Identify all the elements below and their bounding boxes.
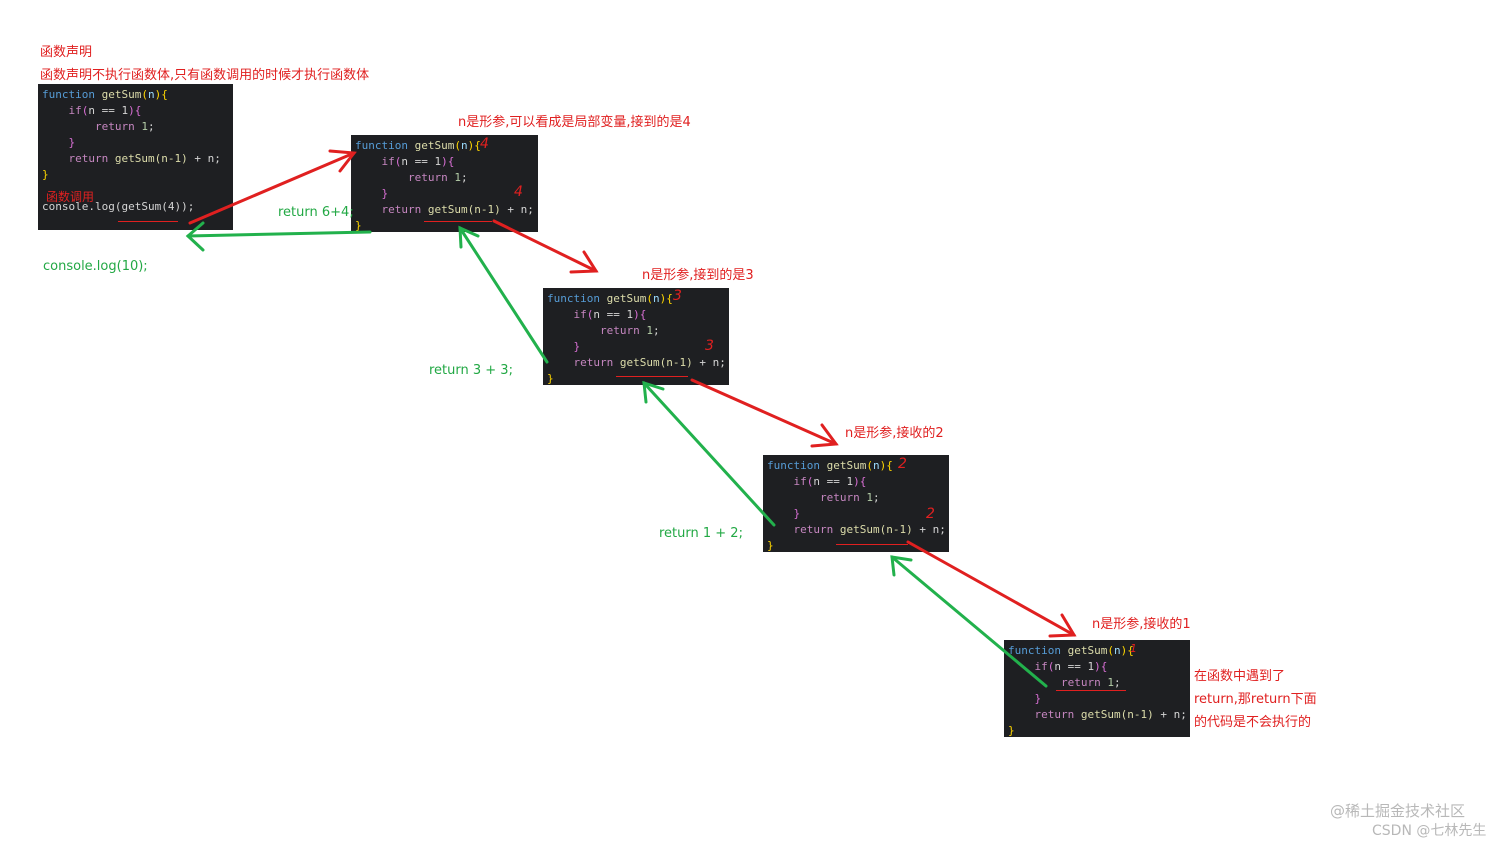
handwritten-3-b: 3 [705,338,714,354]
return-arrow-2 [458,225,549,364]
block3-underline [616,376,688,377]
handwritten-4-a: 4 [480,136,489,152]
return-arrow-4 [890,555,1048,688]
handwritten-4-b: 4 [514,184,523,200]
return-note-line2: return,那return下面 [1194,692,1317,707]
call-arrow-2 [492,219,599,274]
watermark-juejin: @稀土掘金技术社区 [1330,802,1466,820]
watermark-csdn: CSDN @七林先生 [1372,823,1487,839]
block3-note: n是形参,接收的2 [845,426,944,441]
call-arrow-4 [906,540,1077,638]
return-note-line3: 的代码是不会执行的 [1194,715,1312,730]
declaration-description: 函数声明不执行函数体,只有函数调用的时候才执行函数体 [40,68,370,83]
block5-underline [1056,690,1126,691]
handwritten-3-a: 3 [673,288,682,304]
handwritten-2-b: 2 [926,506,935,522]
return-arrow-1 [185,221,372,252]
block1-note: n是形参,可以看成是局部变量,接到的是4 [458,115,691,130]
call-arrow-3 [690,378,839,448]
return-label-6-4: return 6+4; [278,205,354,220]
call-label: 函数调用 [46,190,95,204]
return-label-1-2: return 1 + 2; [659,526,743,541]
handwritten-2-a: 2 [898,456,907,472]
block4-underline [836,544,908,545]
code-block-n4: function getSum(n){ if(n == 1){ return 1… [351,135,538,232]
code-block-n2: function getSum(n){ if(n == 1){ return 1… [763,455,949,552]
block2-underline [424,221,492,222]
declaration-title: 函数声明 [40,45,93,60]
code-block-n1: function getSum(n){ if(n == 1){ return 1… [1004,640,1190,737]
call-arrow-1 [188,149,357,225]
block2-note: n是形参,接到的是3 [642,268,754,283]
return-arrow-3 [642,380,776,527]
block4-note: n是形参,接收的1 [1092,617,1191,632]
return-note-line1: 在函数中遇到了 [1194,669,1286,684]
code-block-declaration: function getSum(n){ if(n == 1){ return 1… [38,84,233,230]
handwritten-1: 1 [1130,642,1137,655]
call-underline [118,221,178,222]
console-output-label: console.log(10); [43,259,148,274]
code-block-n3: function getSum(n){ if(n == 1){ return 1… [543,288,729,385]
return-label-3-3: return 3 + 3; [429,363,513,378]
